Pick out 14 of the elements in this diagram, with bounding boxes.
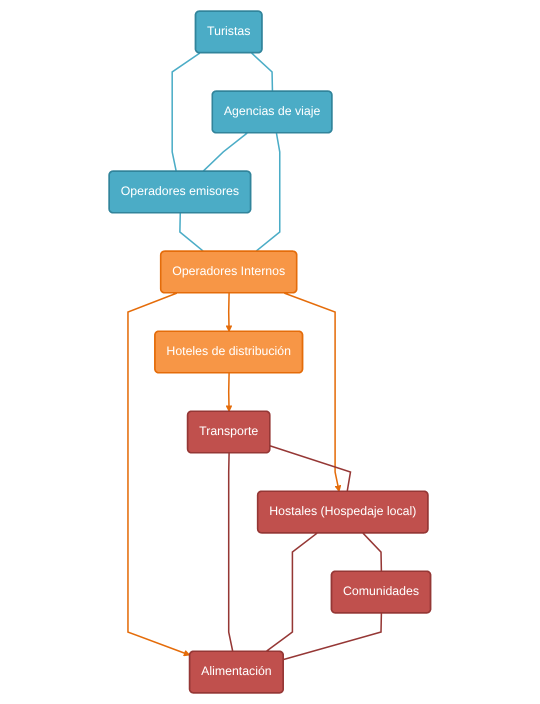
connector — [202, 132, 248, 172]
connector — [228, 453, 234, 652]
connector — [284, 613, 382, 660]
connector — [270, 445, 352, 492]
arrow — [284, 292, 342, 492]
arrow — [226, 373, 232, 412]
connector — [179, 213, 204, 252]
arrow — [226, 293, 232, 332]
connector — [251, 52, 274, 92]
connector — [266, 532, 318, 652]
arrow — [127, 292, 190, 656]
connector — [362, 532, 382, 572]
connector — [172, 52, 200, 172]
connector — [255, 132, 281, 252]
